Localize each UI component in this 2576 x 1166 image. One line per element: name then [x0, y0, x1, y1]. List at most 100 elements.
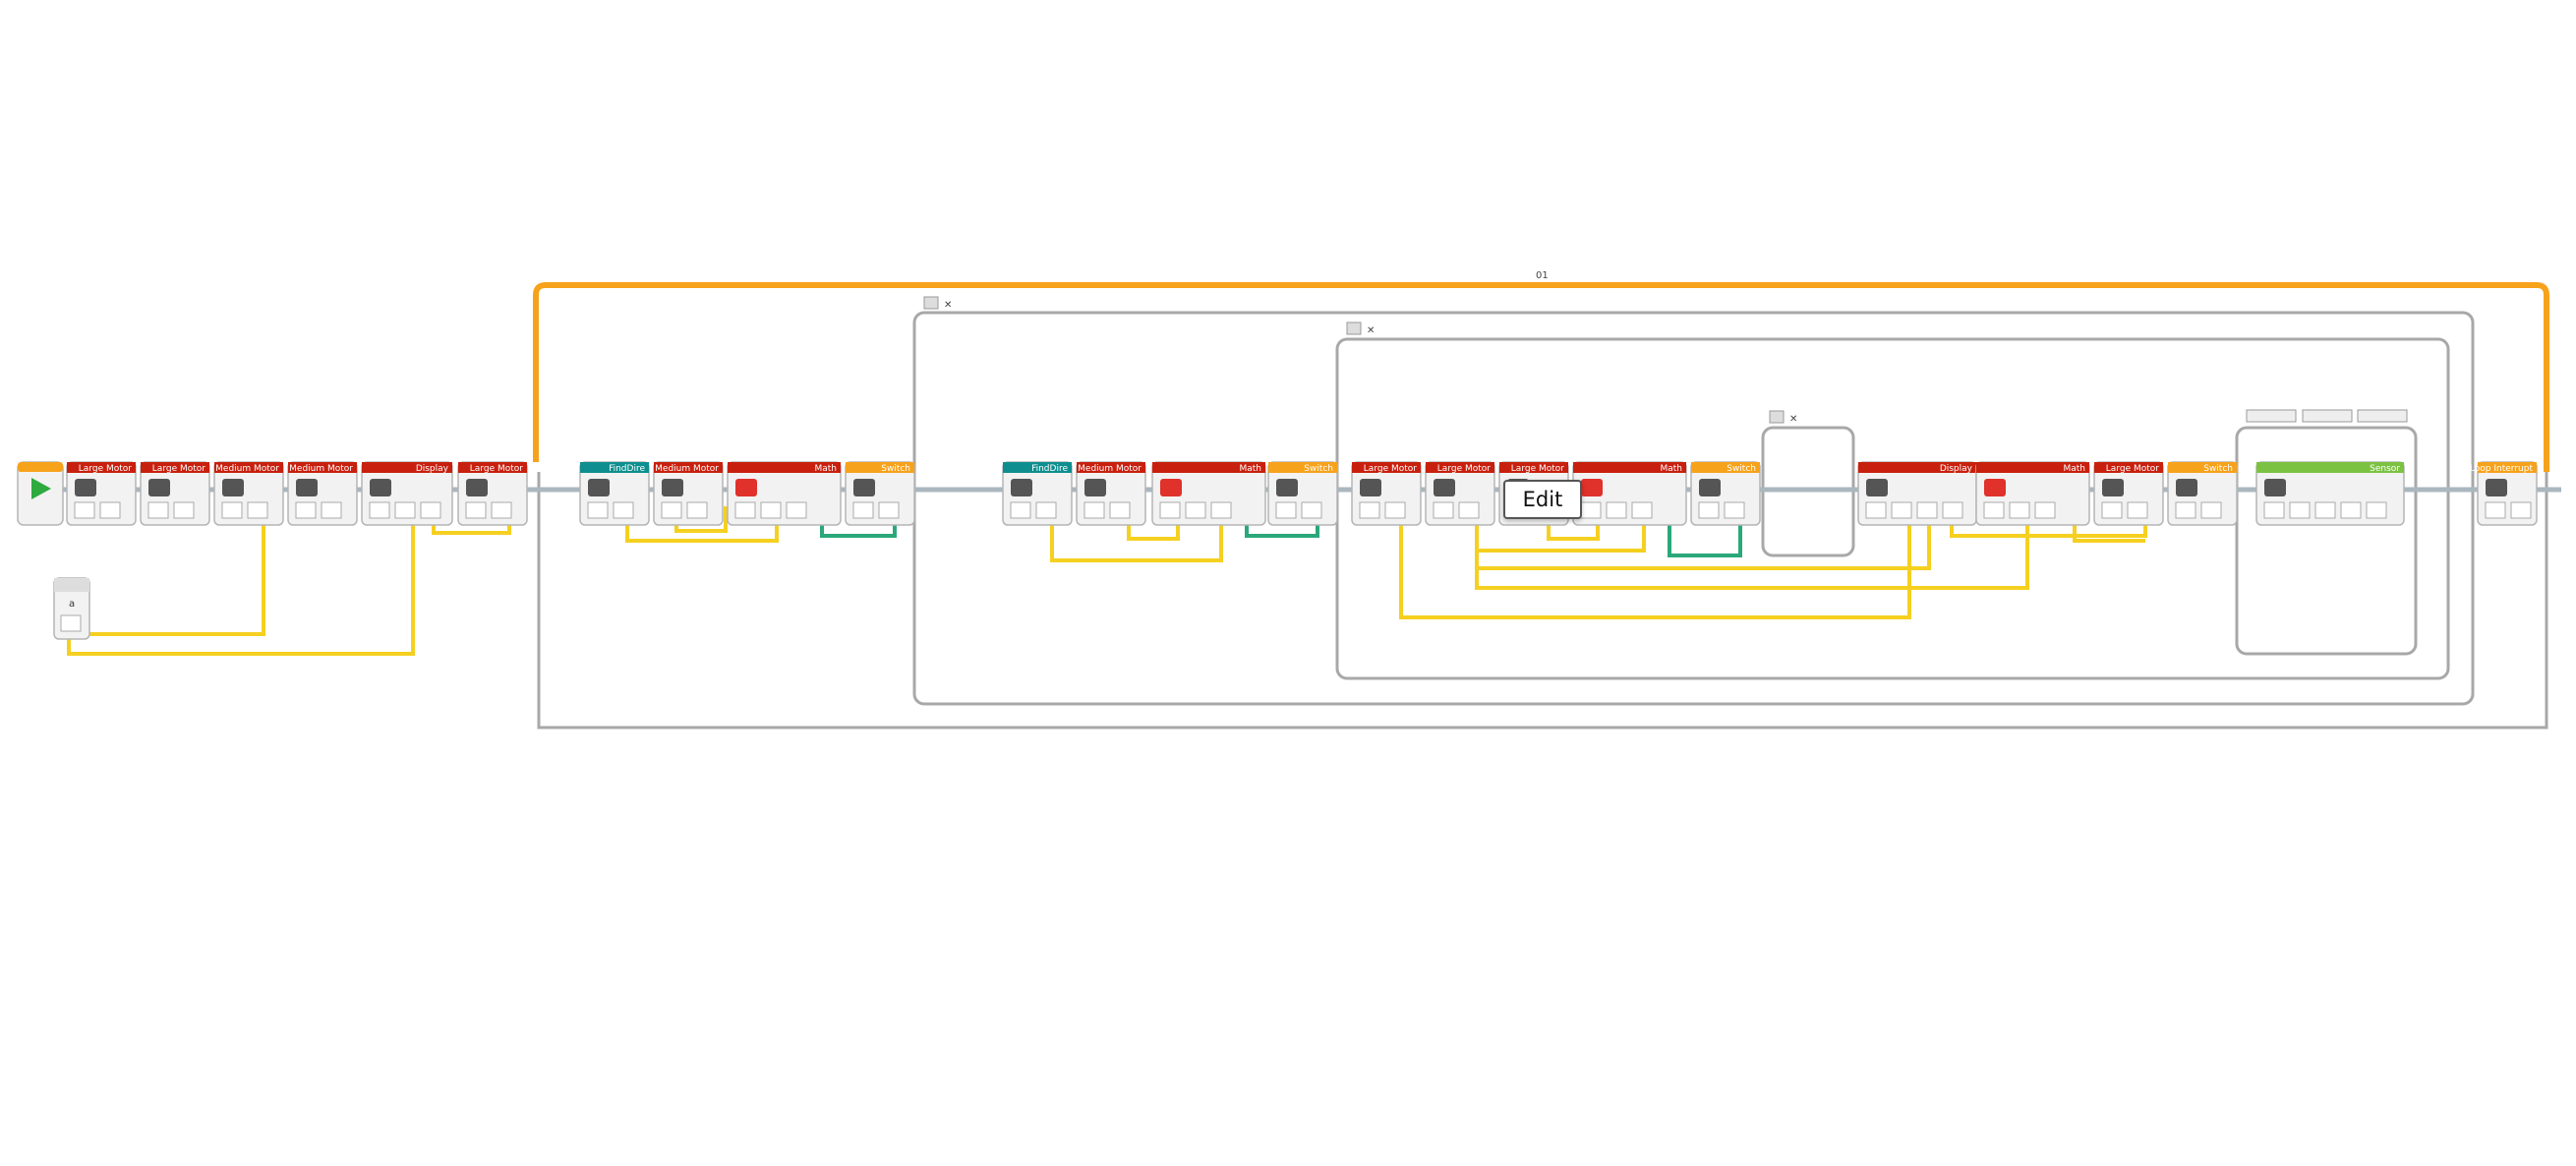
variable-block[interactable]: a: [53, 577, 90, 640]
close-icon[interactable]: ✕: [1789, 414, 1797, 425]
close-icon[interactable]: ✕: [944, 300, 952, 311]
variable-output-port[interactable]: [60, 614, 82, 632]
program-block-8[interactable]: Medium Motor: [653, 461, 724, 526]
block-input-port[interactable]: [1580, 501, 1602, 519]
block-input-port[interactable]: [1698, 501, 1720, 519]
block-input-port[interactable]: [1891, 501, 1912, 519]
block-input-port[interactable]: [1010, 501, 1031, 519]
block-input-port[interactable]: [1606, 501, 1627, 519]
action-block-icon: [662, 479, 683, 496]
block-input-port[interactable]: [1433, 501, 1454, 519]
block-input-port[interactable]: [2200, 501, 2222, 519]
block-input-port[interactable]: [1109, 501, 1131, 519]
program-block-9[interactable]: Math: [727, 461, 842, 526]
block-input-port[interactable]: [420, 501, 441, 519]
block-input-port[interactable]: [465, 501, 487, 519]
block-input-port[interactable]: [2366, 501, 2387, 519]
block-input-port[interactable]: [1865, 501, 1887, 519]
program-block-3[interactable]: Medium Motor: [213, 461, 284, 526]
loop-block[interactable]: 01: [533, 270, 2549, 729]
block-input-port[interactable]: [491, 501, 512, 519]
program-block-12[interactable]: Medium Motor: [1076, 461, 1146, 526]
program-block-22[interactable]: Large Motor: [2093, 461, 2164, 526]
close-icon[interactable]: ✕: [1367, 325, 1375, 336]
block-input-port[interactable]: [1275, 501, 1297, 519]
block-input-port[interactable]: [2175, 501, 2196, 519]
block-input-port[interactable]: [1185, 501, 1206, 519]
block-input-port[interactable]: [852, 501, 874, 519]
block-input-port[interactable]: [1359, 501, 1380, 519]
block-input-port[interactable]: [1631, 501, 1653, 519]
block-input-port[interactable]: [99, 501, 121, 519]
block-input-port[interactable]: [2314, 501, 2336, 519]
block-input-port[interactable]: [247, 501, 268, 519]
block-input-port[interactable]: [760, 501, 782, 519]
block-input-port[interactable]: [686, 501, 708, 519]
edit-tooltip[interactable]: Edit: [1503, 480, 1582, 519]
block-input-port[interactable]: [74, 501, 95, 519]
program-block-15[interactable]: Large Motor: [1351, 461, 1422, 526]
block-input-port[interactable]: [2289, 501, 2311, 519]
program-block-21[interactable]: Math: [1975, 461, 2090, 526]
block-label: Switch: [2203, 464, 2233, 474]
switch-frame-4[interactable]: [2235, 426, 2418, 656]
block-input-port[interactable]: [2101, 501, 2123, 519]
switch-tab-controls-3[interactable]: ✕: [1769, 410, 1797, 425]
block-input-port[interactable]: [1301, 501, 1322, 519]
block-input-port[interactable]: [295, 501, 317, 519]
block-input-port[interactable]: [1916, 501, 1938, 519]
block-input-port[interactable]: [147, 501, 169, 519]
block-input-port[interactable]: [1983, 501, 2005, 519]
action-block-icon: [1084, 479, 1106, 496]
block-input-port[interactable]: [1724, 501, 1745, 519]
block-input-port[interactable]: [661, 501, 682, 519]
block-input-port[interactable]: [2485, 501, 2506, 519]
play-icon[interactable]: [31, 478, 51, 499]
switch-tab-controls-1[interactable]: ✕: [923, 296, 952, 311]
block-input-port[interactable]: [1035, 501, 1057, 519]
program-block-25[interactable]: Loop Interrupt: [2470, 461, 2538, 526]
program-block-4[interactable]: Medium Motor: [287, 461, 358, 526]
program-block-13[interactable]: Math: [1151, 461, 1266, 526]
switch-tab-controls-2[interactable]: ✕: [1346, 321, 1375, 336]
block-input-port[interactable]: [321, 501, 342, 519]
block-input-port[interactable]: [2127, 501, 2148, 519]
block-input-port[interactable]: [1083, 501, 1105, 519]
program-block-23[interactable]: Switch: [2167, 461, 2238, 526]
program-block-11[interactable]: FindDire: [1002, 461, 1073, 526]
block-input-port[interactable]: [173, 501, 195, 519]
block-input-port[interactable]: [613, 501, 634, 519]
program-block-6[interactable]: Large Motor: [457, 461, 528, 526]
block-input-port[interactable]: [369, 501, 390, 519]
block-input-port[interactable]: [394, 501, 416, 519]
block-input-port[interactable]: [1942, 501, 1963, 519]
program-block-14[interactable]: Switch: [1267, 461, 1338, 526]
block-input-port[interactable]: [587, 501, 609, 519]
block-input-port[interactable]: [2034, 501, 2056, 519]
block-input-port[interactable]: [734, 501, 756, 519]
program-block-7[interactable]: FindDire: [579, 461, 650, 526]
program-block-18[interactable]: Math: [1572, 461, 1687, 526]
program-block-19[interactable]: Switch: [1690, 461, 1761, 526]
block-input-port[interactable]: [221, 501, 243, 519]
block-input-port[interactable]: [878, 501, 900, 519]
start-block[interactable]: [17, 461, 64, 526]
program-block-24[interactable]: Sensor: [2255, 461, 2405, 526]
program-block-5[interactable]: Display: [361, 461, 453, 526]
switch-tab-controls-4[interactable]: [2246, 409, 2408, 423]
program-block-1[interactable]: Large Motor: [66, 461, 137, 526]
block-input-port[interactable]: [2510, 501, 2532, 519]
block-input-port[interactable]: [2009, 501, 2030, 519]
block-input-port[interactable]: [1159, 501, 1181, 519]
block-input-port[interactable]: [2340, 501, 2362, 519]
block-input-port[interactable]: [1210, 501, 1232, 519]
program-block-20[interactable]: Display: [1857, 461, 1977, 526]
program-block-10[interactable]: Switch: [845, 461, 915, 526]
program-block-2[interactable]: Large Motor: [140, 461, 210, 526]
program-block-16[interactable]: Large Motor: [1425, 461, 1495, 526]
block-input-port[interactable]: [1384, 501, 1406, 519]
block-input-port[interactable]: [786, 501, 807, 519]
block-input-port[interactable]: [2263, 501, 2285, 519]
block-input-port[interactable]: [1458, 501, 1480, 519]
